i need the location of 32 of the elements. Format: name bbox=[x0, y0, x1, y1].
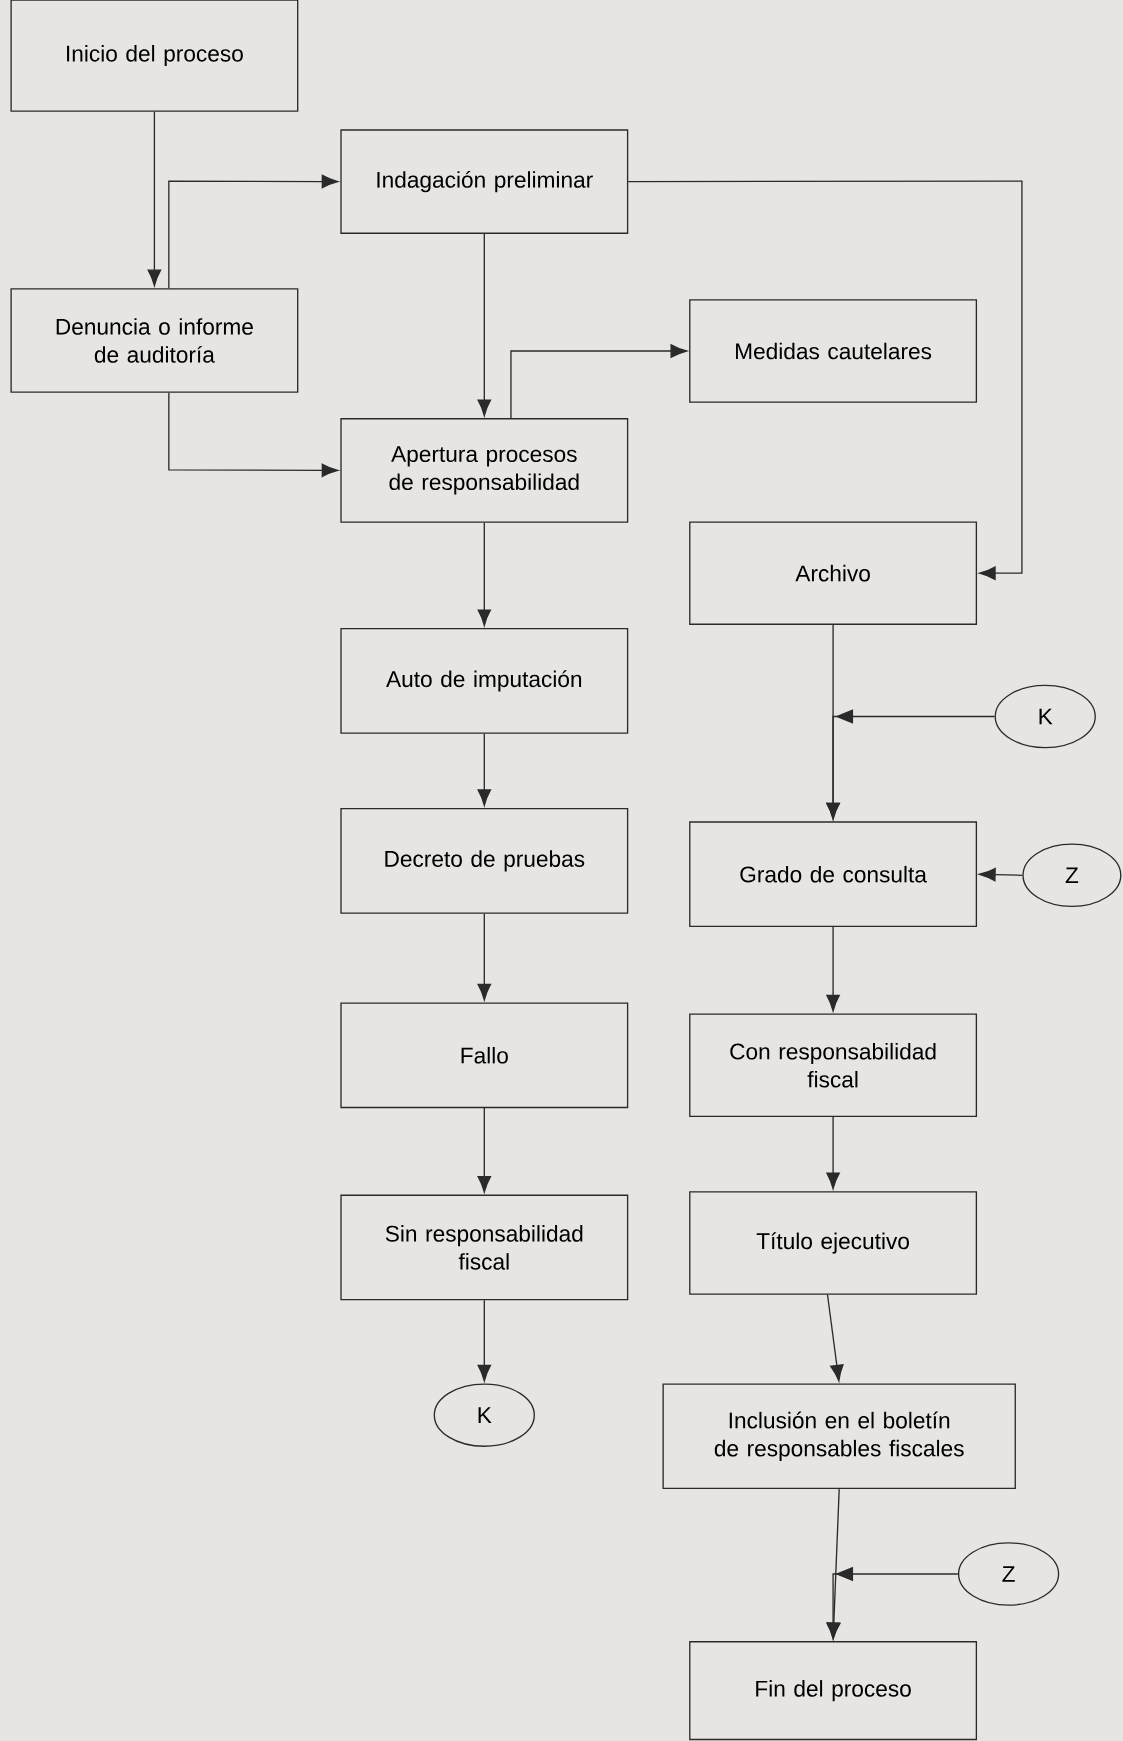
arrow bbox=[627, 180, 1023, 580]
process-box: Inicio del proceso bbox=[10, 0, 299, 112]
arrow bbox=[826, 1566, 959, 1640]
arrow bbox=[477, 1299, 492, 1382]
process-box: Archivo bbox=[689, 521, 978, 625]
process-box: Fallo bbox=[340, 1002, 629, 1109]
arrow bbox=[477, 233, 492, 417]
arrow bbox=[477, 522, 492, 627]
process-box: Grado de consulta bbox=[689, 821, 978, 928]
process-box: Inclusión en el boletín de responsables fiscales bbox=[662, 1383, 1016, 1490]
arrow bbox=[826, 1294, 844, 1382]
arrow bbox=[147, 111, 162, 287]
process-box: Fin del proceso bbox=[689, 1641, 978, 1741]
process-box: Auto de imputación bbox=[340, 628, 629, 734]
process-box: Con responsabilidad fiscal bbox=[689, 1013, 978, 1117]
arrow bbox=[477, 913, 492, 1001]
process-box: Medidas cautelares bbox=[689, 299, 978, 403]
arrow bbox=[168, 392, 339, 478]
process-box: Indagación preliminar bbox=[340, 129, 629, 234]
process-box: Apertura procesos de responsabilidad bbox=[340, 418, 629, 523]
arrow bbox=[826, 926, 840, 1012]
arrow bbox=[477, 733, 492, 807]
process-box: Título ejecutivo bbox=[689, 1191, 978, 1295]
arrow bbox=[477, 1107, 492, 1193]
arrow bbox=[979, 867, 1024, 882]
process-box: Sin responsabilidad fiscal bbox=[340, 1194, 629, 1301]
arrow bbox=[510, 344, 688, 419]
process-box: Decreto de pruebas bbox=[340, 808, 629, 914]
process-box: Denuncia o informe de auditoría bbox=[10, 288, 299, 393]
arrow bbox=[826, 1116, 840, 1190]
arrow bbox=[826, 709, 996, 820]
arrow bbox=[168, 174, 339, 289]
